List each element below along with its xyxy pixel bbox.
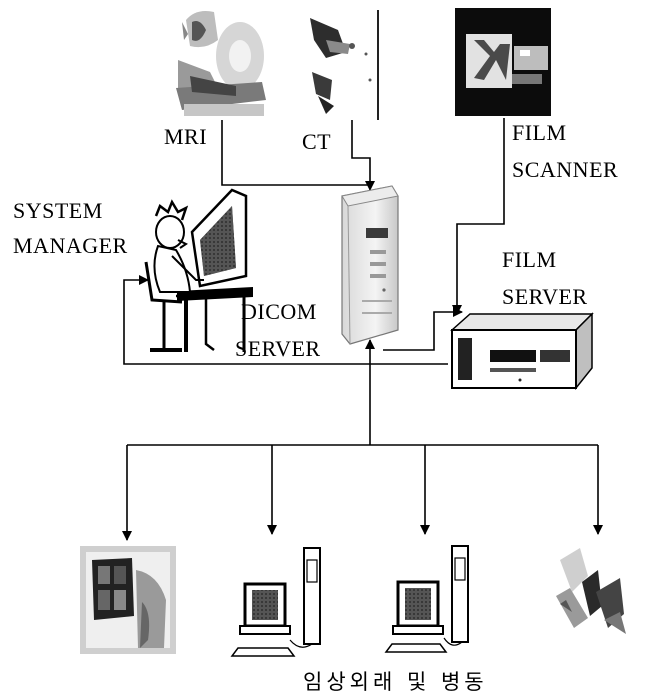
film-server-unit-icon [452,314,592,388]
mri-to-dicom-line [222,120,370,185]
scanner-to-filmserver-line [457,118,504,314]
ct-label: CT [302,129,331,155]
ct-to-dicom-line [352,120,370,190]
system-manager-label-line2: MANAGER [13,231,128,261]
hand-held-film-icon [556,548,626,634]
ct-scanner-icon [310,10,378,120]
mri-machine-icon [176,11,266,116]
film-scanner-label-line2: SCANNER [512,155,618,185]
dicom-server-label-line2: SERVER [235,334,321,364]
system-manager-person-icon [146,190,252,352]
film-server-label-line2: SERVER [502,282,588,312]
film-scanner-icon [455,8,551,116]
dicom-server-tower-icon [342,186,398,344]
dicom-server-label-line1: DICOM [241,297,317,327]
workstation-icon [232,548,320,656]
lightbox-viewer-icon [80,546,176,654]
film-server-label-line1: FILM [502,245,557,275]
film-scanner-label-line1: FILM [512,118,567,148]
workstation-icon [386,546,468,652]
clinic-ward-caption: 임상외래 및 병동 [303,666,488,696]
system-manager-label-line1: SYSTEM [13,196,103,226]
mri-label: MRI [164,124,207,150]
